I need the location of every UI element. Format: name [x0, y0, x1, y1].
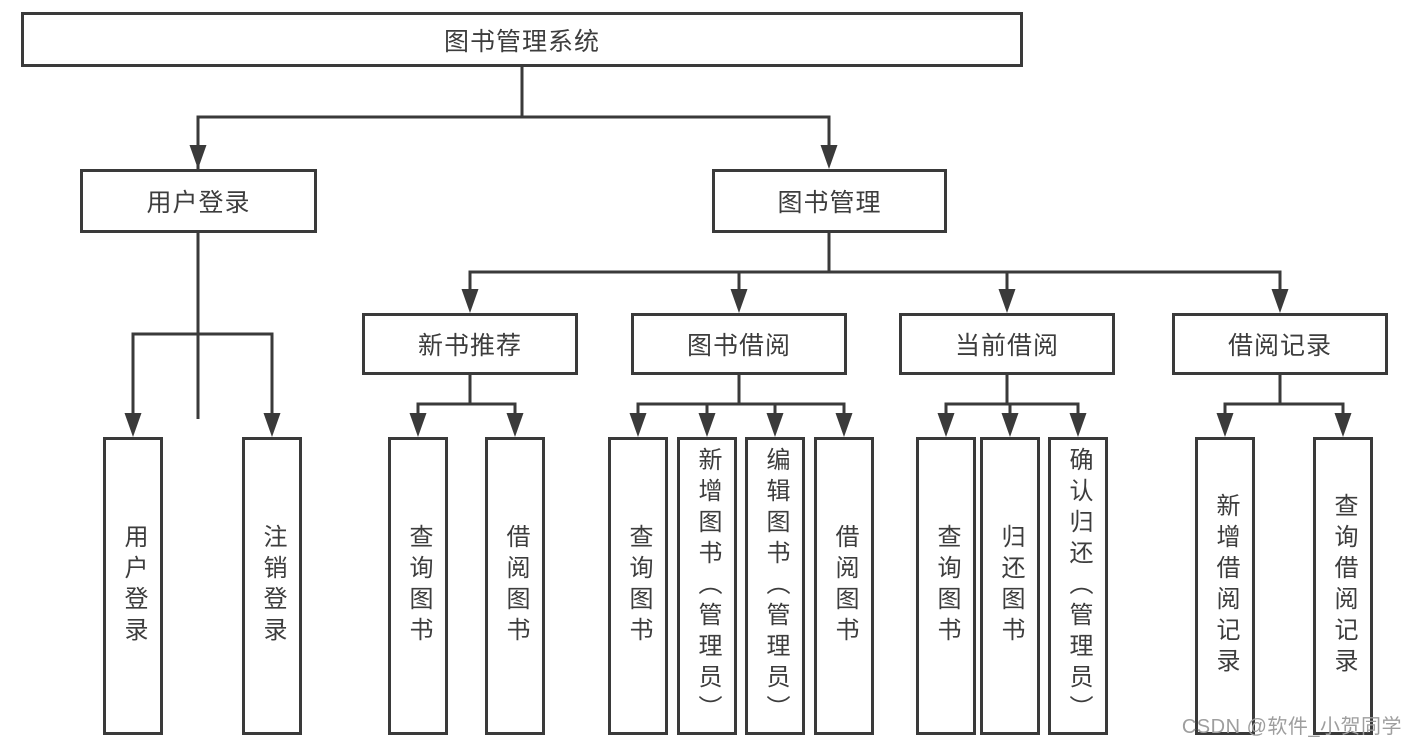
leaf-query-books-current: 查询图书 [916, 437, 976, 735]
arrowhead-icon [1216, 413, 1352, 437]
leaf-add-books-admin: 新增图书（管理员） [677, 437, 737, 735]
node-new-book-recommend: 新书推荐 [362, 313, 578, 375]
leaf-query-books-borrow: 查询图书 [608, 437, 668, 735]
leaf-borrow-books: 借阅图书 [814, 437, 874, 735]
node-root-system: 图书管理系统 [21, 12, 1023, 67]
leaf-return-books: 归还图书 [980, 437, 1040, 735]
node-user-login: 用户登录 [80, 169, 317, 233]
leaf-confirm-return-admin: 确认归还（管理员） [1048, 437, 1108, 735]
connector-new-book-recommend [409, 375, 524, 437]
leaf-borrow-books-recommend: 借阅图书 [485, 437, 545, 735]
node-current-borrow: 当前借阅 [899, 313, 1115, 375]
arrowhead-icon [409, 413, 524, 437]
connector-current-borrow [937, 375, 1087, 437]
csdn-watermark: CSDN @软件_小贺同学 [1181, 716, 1402, 738]
arrowhead-icon [124, 413, 281, 437]
connector-borrow-records [1216, 375, 1352, 437]
arrowhead-icon [629, 413, 853, 437]
connector-book-mgmt [461, 233, 1289, 313]
leaf-query-borrow-record: 查询借阅记录 [1313, 437, 1373, 735]
leaf-add-borrow-record: 新增借阅记录 [1195, 437, 1255, 735]
leaf-user-login: 用户登录 [103, 437, 163, 735]
leaf-query-books-recommend: 查询图书 [388, 437, 448, 735]
node-book-borrow: 图书借阅 [631, 313, 847, 375]
arrowhead-icon [461, 289, 1289, 313]
connector-book-borrow [629, 375, 853, 437]
connector-user-login [124, 233, 281, 437]
leaf-edit-books-admin: 编辑图书（管理员） [745, 437, 805, 735]
connector-root [189, 67, 838, 419]
arrowhead-icon [937, 413, 1087, 437]
arrowhead-icon [189, 145, 838, 169]
leaf-logout: 注销登录 [242, 437, 302, 735]
node-borrow-records: 借阅记录 [1172, 313, 1388, 375]
node-book-management: 图书管理 [712, 169, 947, 233]
